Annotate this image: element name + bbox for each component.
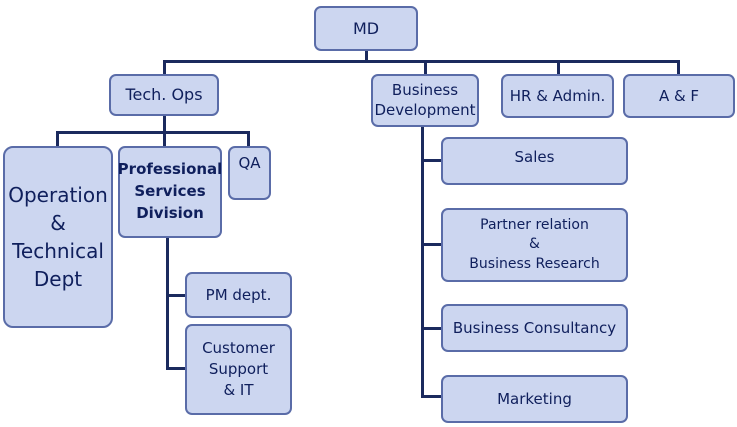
node-sales: Sales bbox=[441, 137, 628, 185]
connector-psd-up bbox=[163, 131, 166, 146]
connector-cs-branch bbox=[166, 367, 185, 370]
node-marketing: Marketing bbox=[441, 375, 628, 423]
connector-mkt-branch bbox=[421, 395, 441, 398]
node-business-development: Business Development bbox=[371, 74, 479, 127]
connector-level1-bar bbox=[164, 60, 679, 63]
node-business-consultancy: Business Consultancy bbox=[441, 304, 628, 352]
connector-bizdev-up bbox=[424, 60, 427, 74]
connector-hr-up bbox=[557, 60, 560, 74]
connector-sales-branch bbox=[421, 159, 441, 162]
connector-qa-up bbox=[247, 131, 250, 146]
connector-techops-bar bbox=[56, 131, 250, 134]
node-professional-services-division: Professional Services Division bbox=[118, 146, 222, 238]
node-hr-admin: HR & Admin. bbox=[501, 74, 614, 118]
node-partner-relation-business-research: Partner relation & Business Research bbox=[441, 208, 628, 282]
connector-partner-branch bbox=[421, 243, 441, 246]
node-operation-technical-dept: Operation & Technical Dept bbox=[3, 146, 113, 328]
connector-md-down bbox=[365, 51, 368, 62]
connector-psd-spine bbox=[166, 238, 169, 368]
connector-af-up bbox=[677, 60, 680, 74]
connector-techops-down bbox=[163, 116, 166, 133]
node-a-f: A & F bbox=[623, 74, 735, 118]
node-pm-dept: PM dept. bbox=[185, 272, 292, 318]
connector-consult-branch bbox=[421, 327, 441, 330]
node-tech-ops: Tech. Ops bbox=[109, 74, 219, 116]
node-md: MD bbox=[314, 6, 418, 51]
connector-ops-up bbox=[56, 131, 59, 146]
connector-bizdev-spine bbox=[421, 127, 424, 397]
connector-techops-up bbox=[163, 60, 166, 74]
node-qa: QA bbox=[228, 146, 271, 200]
node-customer-support-it: Customer Support & IT bbox=[185, 324, 292, 415]
connector-pm-branch bbox=[166, 294, 185, 297]
